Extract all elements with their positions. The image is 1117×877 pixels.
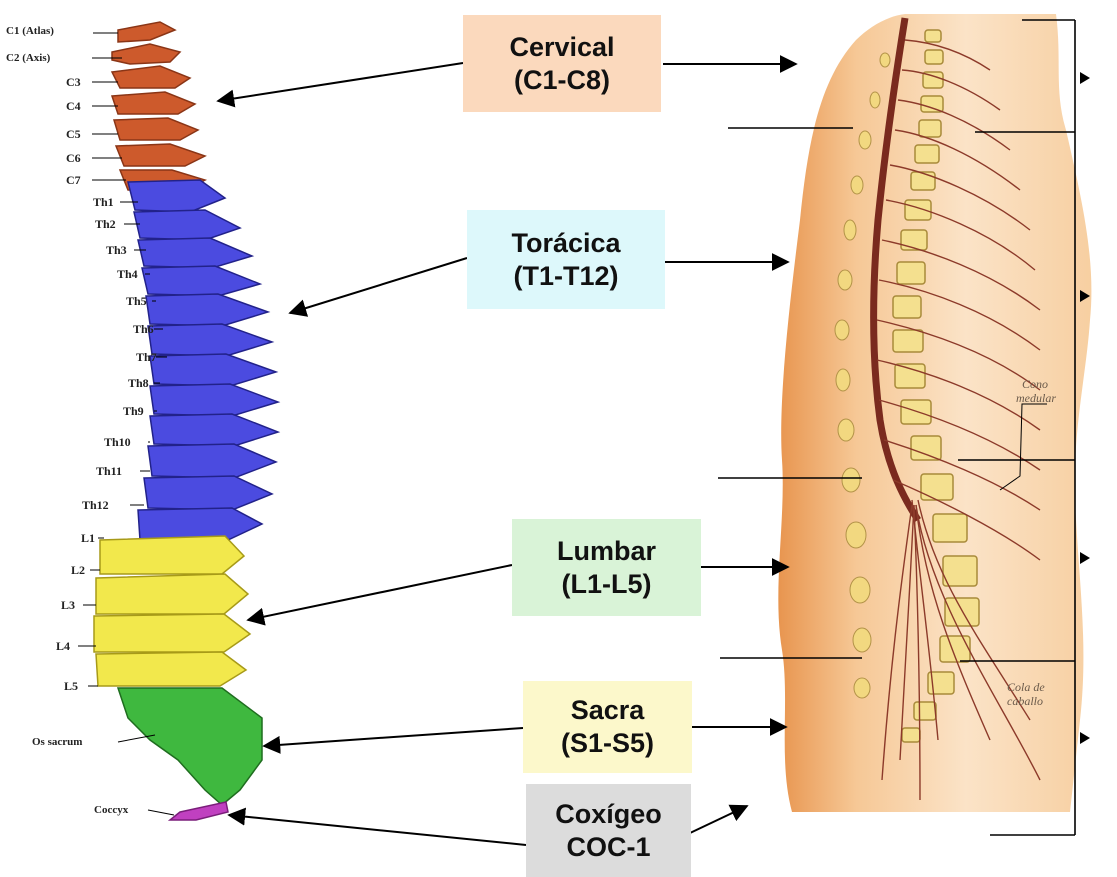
vertebral-column-illustration xyxy=(94,22,278,820)
label-th2: Th2 xyxy=(95,217,116,231)
region-lumbar: Lumbar (L1-L5) xyxy=(512,519,701,616)
region-cervical: Cervical (C1-C8) xyxy=(463,15,661,112)
region-toracica: Torácica (T1-T12) xyxy=(467,210,665,309)
annotation-cono-line1: Cono xyxy=(1022,377,1056,391)
arrow-toracica-left xyxy=(290,258,467,313)
lumbar-vertebrae xyxy=(94,536,250,686)
label-c3: C3 xyxy=(66,75,81,89)
label-th3: Th3 xyxy=(106,243,127,257)
label-th4: Th4 xyxy=(117,267,138,281)
annotation-cola-de-caballo: Cola de caballo xyxy=(1007,680,1045,708)
label-th8: Th8 xyxy=(128,376,149,390)
arrow-cervical-left xyxy=(218,63,463,101)
cervical-vertebrae xyxy=(112,22,205,190)
region-cervical-range: (C1-C8) xyxy=(514,64,610,97)
label-coccyx: Coccyx xyxy=(94,803,128,817)
label-os-sacrum: Os sacrum xyxy=(32,735,82,749)
label-th9: Th9 xyxy=(123,404,144,418)
label-th6: Th6 xyxy=(133,322,154,336)
label-th5: Th5 xyxy=(126,294,147,308)
connector-arrows xyxy=(218,63,796,845)
region-lumbar-name: Lumbar xyxy=(557,535,656,568)
label-th10: Th10 xyxy=(104,435,131,449)
label-c1: C1 (Atlas) xyxy=(6,24,54,38)
label-c5: C5 xyxy=(66,127,81,141)
label-th12: Th12 xyxy=(82,498,109,512)
region-coxigeo-range: COC-1 xyxy=(566,831,650,864)
annotation-cono-medular: Cono medular xyxy=(1022,377,1056,405)
label-c4: C4 xyxy=(66,99,81,113)
annotation-cono-line2: medular xyxy=(1016,391,1056,405)
arrow-coxigeo-left xyxy=(229,815,526,845)
label-l3: L3 xyxy=(61,598,75,612)
annotation-cola-line1: Cola de xyxy=(1007,680,1045,694)
region-sacra-range: (S1-S5) xyxy=(561,727,654,760)
label-c2: C2 (Axis) xyxy=(6,51,50,65)
region-lumbar-range: (L1-L5) xyxy=(562,568,652,601)
label-l2: L2 xyxy=(71,563,85,577)
region-sacra: Sacra (S1-S5) xyxy=(523,681,692,773)
arrow-coxigeo-right xyxy=(690,806,747,833)
region-sacra-name: Sacra xyxy=(571,694,645,727)
annotation-cola-line2: caballo xyxy=(1007,694,1045,708)
label-c6: C6 xyxy=(66,151,81,165)
coccyx-bone xyxy=(170,802,228,820)
label-th7: Th7 xyxy=(136,350,157,364)
region-coxigeo-name: Coxígeo xyxy=(555,798,662,831)
label-l4: L4 xyxy=(56,639,70,653)
label-l1: L1 xyxy=(81,531,95,545)
label-c7: C7 xyxy=(66,173,81,187)
label-th11: Th11 xyxy=(96,464,122,478)
arrow-lumbar-left xyxy=(248,565,512,620)
arrow-sacra-left xyxy=(264,728,523,746)
region-toracica-range: (T1-T12) xyxy=(513,260,618,293)
region-cervical-name: Cervical xyxy=(509,31,614,64)
region-toracica-name: Torácica xyxy=(511,227,620,260)
label-th1: Th1 xyxy=(93,195,114,209)
sacrum-bone xyxy=(118,688,262,805)
region-coxigeo: Coxígeo COC-1 xyxy=(526,784,691,877)
label-l5: L5 xyxy=(64,679,78,693)
